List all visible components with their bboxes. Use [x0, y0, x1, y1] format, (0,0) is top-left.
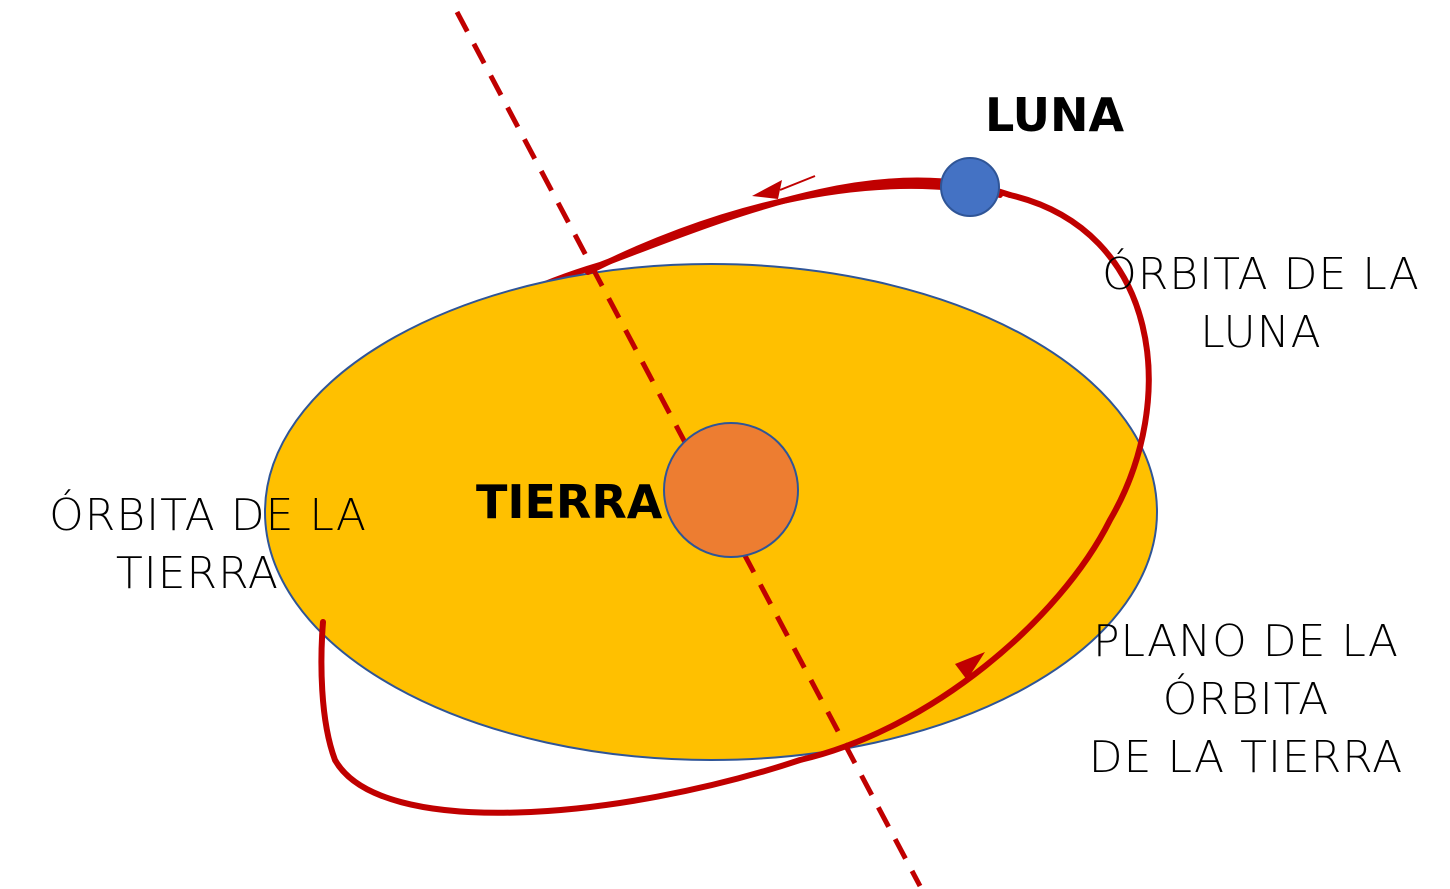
earth-icon: [663, 422, 799, 558]
earth-orbit-label: ÓRBITA DE LA TIERRA: [12, 487, 367, 603]
moon-orbit-front: [318, 192, 1152, 816]
moon-label: LUNA: [985, 88, 1125, 142]
earth-orbit-label-line2: TIERRA: [115, 548, 279, 599]
arrowhead-icon: [955, 652, 985, 680]
earth-orbit-plane-label-line2: ÓRBITA: [1162, 674, 1330, 725]
moon-orbit-label-line2: LUNA: [1200, 307, 1322, 358]
moon-icon: [940, 157, 1000, 217]
earth-label: TIERRA: [476, 475, 663, 529]
dashed-axis-line: [454, 10, 923, 888]
earth-orbit-plane-label: PLANO DE LA ÓRBITA DE LA TIERRA: [1066, 613, 1426, 787]
arrowhead-icon: [752, 180, 782, 199]
moon-orbit-label-line1: ÓRBITA DE LA: [1102, 249, 1420, 300]
moon-orbit-upper-over: [585, 183, 1003, 275]
earth-orbit-plane-label-line3: DE LA TIERRA: [1088, 732, 1404, 783]
earth-orbit-label-line1: ÓRBITA DE LA: [49, 490, 367, 541]
moon-orbit-label: ÓRBITA DE LA LUNA: [1080, 246, 1442, 362]
arrow-tick: [779, 175, 816, 191]
earth-orbit-plane-label-line1: PLANO DE LA: [1093, 616, 1399, 667]
